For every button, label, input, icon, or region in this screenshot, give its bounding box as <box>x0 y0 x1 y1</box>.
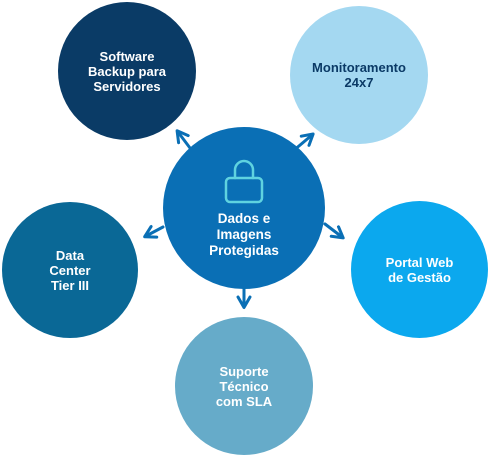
arrow-to-data-center <box>143 224 165 239</box>
node-data-center: Data Center Tier III <box>2 202 138 338</box>
node-center-label: Dados e Imagens Protegidas <box>209 211 279 258</box>
lock-icon <box>224 159 264 204</box>
node-monitoring-label: Monitoramento 24x7 <box>312 60 406 90</box>
node-software-backup-label: Software Backup para Servidores <box>87 48 167 94</box>
node-support-label: Suporte Técnico com SLA <box>215 363 273 409</box>
node-data-center-label: Data Center Tier III <box>49 247 91 293</box>
arrow-to-portal <box>323 222 345 240</box>
node-software-backup: Software Backup para Servidores <box>58 2 196 140</box>
node-support: Suporte Técnico com SLA <box>175 317 313 455</box>
node-portal-web: Portal Web de Gestão <box>351 201 488 338</box>
node-monitoring: Monitoramento 24x7 <box>290 6 428 144</box>
node-center-protected-data: Dados e Imagens Protegidas <box>163 127 325 289</box>
node-portal-web-label: Portal Web de Gestão <box>385 254 454 285</box>
